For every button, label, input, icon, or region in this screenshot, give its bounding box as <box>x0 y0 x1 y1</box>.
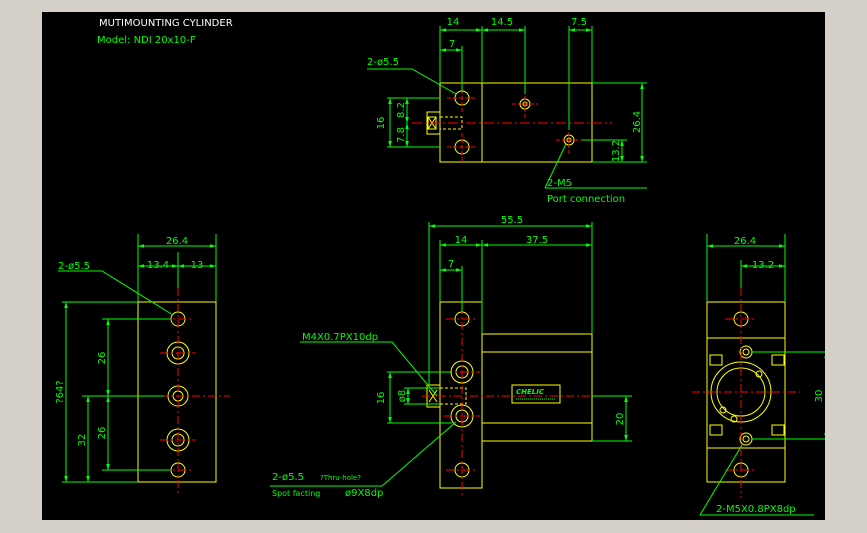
dim-14-5: 14.5 <box>491 17 513 28</box>
dim-16: 16 <box>376 117 387 130</box>
dim-30: 30 <box>814 390 825 403</box>
dim-13-2: 13.2 <box>752 260 774 271</box>
brand-label: CHELIC <box>516 388 545 396</box>
thread-label: 2-M5X0.8PX8dp <box>716 504 796 515</box>
left-view-labels: 26.4 13.4 13 2-ø5.5 26 26 ?64? 32 <box>55 236 203 446</box>
dim-37-5: 37.5 <box>526 235 548 246</box>
port-desc: Port connection <box>547 194 625 205</box>
dim-14: 14 <box>455 235 468 246</box>
dim-64: ?64? <box>55 380 66 403</box>
left-view <box>58 234 230 496</box>
dim-32: 32 <box>77 434 88 447</box>
dim-13-2: 13.2 <box>611 140 622 162</box>
right-view-labels: 26.4 13.2 30 2-M5X0.8PX8dp <box>716 236 825 515</box>
dim-20: 20 <box>615 413 626 426</box>
hole-label: 2-ø5.5 <box>367 57 399 68</box>
dim-7-8: 7.8 <box>396 127 407 143</box>
spot-label: Spot facting <box>272 489 320 498</box>
model-label: Model: NDI 20x10-F <box>97 35 196 46</box>
dim-26b: 26 <box>97 427 108 440</box>
hole-note: ?Thru-hole? <box>320 474 361 482</box>
dim-8-2: 8.2 <box>396 102 407 118</box>
dim-o8: ø8 <box>397 390 408 402</box>
dim-26-4: 26.4 <box>166 236 188 247</box>
thread-label: M4X0.7PX10dp <box>302 332 378 343</box>
drawing-title: MUTIMOUNTING CYLINDER <box>99 18 233 29</box>
dim-55-5: 55.5 <box>501 215 523 226</box>
drawing-canvas: MUTIMOUNTING CYLINDER Model: NDI 20x10-F <box>42 12 825 520</box>
dim-14: 14 <box>447 17 460 28</box>
dim-13-4: 13.4 <box>147 260 169 271</box>
dim-26a: 26 <box>97 352 108 365</box>
hole-label: 2-ø5.5 <box>58 261 90 272</box>
right-view <box>692 234 825 516</box>
dim-7: 7 <box>449 39 455 50</box>
front-view-labels: 55.5 14 37.5 7 M4X0.7PX10dp 16 ø8 20 2-ø… <box>272 215 626 499</box>
port-label: 2-M5 <box>547 178 572 189</box>
dim-7: 7 <box>448 259 454 270</box>
dim-26-4: 26.4 <box>734 236 756 247</box>
dim-16: 16 <box>376 392 387 405</box>
dim-26-4: 26.4 <box>632 111 643 133</box>
dim-13: 13 <box>191 260 204 271</box>
hole-label: 2-ø5.5 <box>272 472 304 483</box>
spot-dim: ø9X8dp <box>345 488 383 499</box>
cad-drawing: MUTIMOUNTING CYLINDER Model: NDI 20x10-F <box>55 17 825 516</box>
dim-7-5: 7.5 <box>571 17 587 28</box>
front-view: CHELIC <box>270 222 632 498</box>
top-view <box>367 26 647 189</box>
top-view-labels: 14 14.5 7.5 7 2-ø5.5 16 8.2 7.8 26.4 13.… <box>367 17 643 205</box>
